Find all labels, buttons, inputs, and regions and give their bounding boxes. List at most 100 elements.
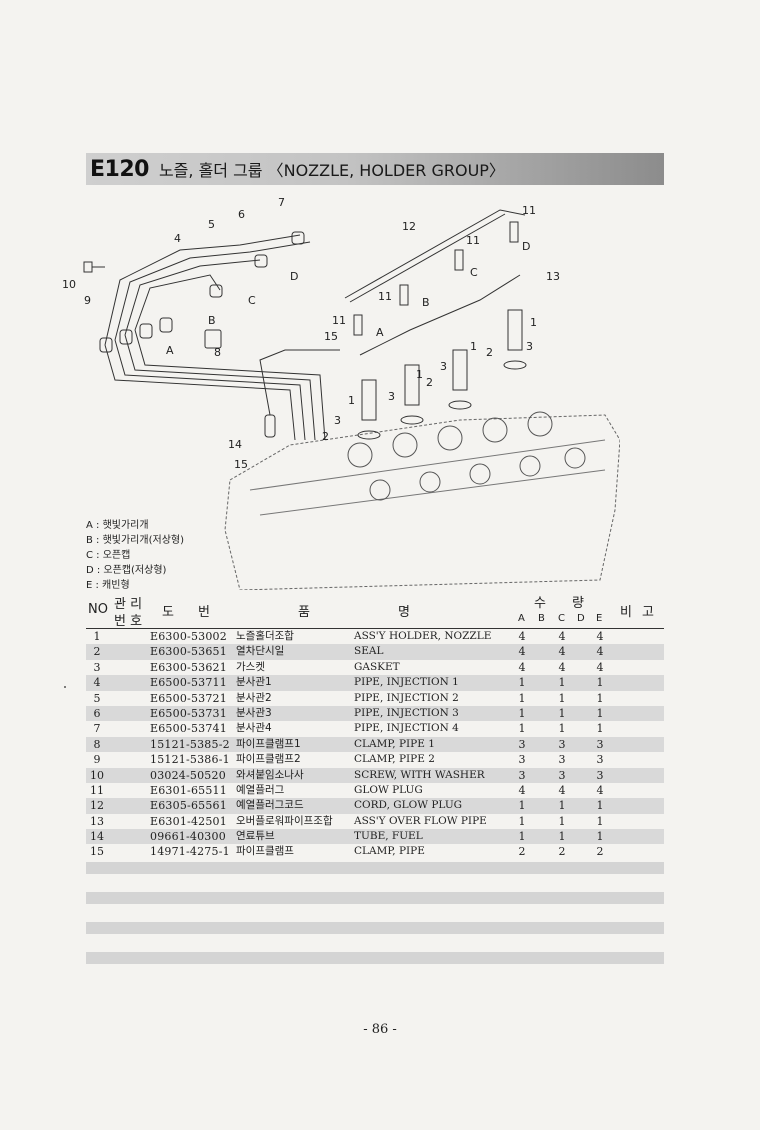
- english-name: CLAMP, PIPE 2: [354, 753, 435, 766]
- qty-e: 1: [596, 814, 604, 828]
- part-number: E6300-53651: [150, 645, 227, 659]
- header-ryang: 량: [572, 596, 584, 611]
- korean-name: 분사관4: [236, 722, 272, 735]
- legend-item: A : 햇빛가리개: [86, 520, 149, 531]
- row-no: 8: [93, 737, 101, 751]
- qty-a: 3: [518, 753, 526, 767]
- korean-name: 가스켓: [236, 660, 265, 673]
- qty-c: 1: [558, 676, 566, 690]
- header-col-a: A: [518, 613, 525, 624]
- callout-7: 7: [278, 196, 285, 209]
- row-no: 15: [90, 845, 104, 859]
- korean-name: 열차단시일: [236, 645, 285, 658]
- header-bi: 비: [620, 605, 632, 620]
- qty-a: 4: [518, 660, 526, 674]
- english-name: PIPE, INJECTION 2: [354, 691, 459, 704]
- part-number: E6500-53711: [150, 676, 227, 690]
- qty-e: 4: [596, 783, 604, 797]
- korean-name: 파이프클램프1: [236, 737, 301, 750]
- row-no: 5: [93, 691, 101, 705]
- header-beon: 번: [198, 605, 210, 620]
- qty-a: 3: [518, 768, 526, 782]
- legend-item: D : 오픈캡(저상형): [86, 565, 167, 576]
- part-number: E6305-65561: [150, 799, 227, 813]
- header-col-b: B: [538, 613, 545, 624]
- row-no: 13: [90, 814, 104, 828]
- callout-2b: 2: [426, 376, 433, 389]
- korean-name: 예열플러그: [236, 783, 285, 796]
- qty-a: 1: [518, 799, 526, 813]
- korean-name: 오버플로워파이프조합: [236, 814, 333, 827]
- callout-2c: 2: [322, 430, 329, 443]
- header-go: 고: [642, 605, 654, 620]
- section-title: 노즐, 홀더 그룹 〈NOZZLE, HOLDER GROUP〉: [158, 161, 505, 180]
- qty-a: 4: [518, 645, 526, 659]
- legend-item: B : 햇빛가리개(저상형): [86, 535, 184, 546]
- shade-band: [86, 922, 664, 934]
- callout-a-left: A: [166, 344, 174, 357]
- qty-e: 1: [596, 706, 604, 720]
- part-number: E6500-53721: [150, 691, 227, 705]
- header-do: 도: [162, 605, 174, 620]
- callout-10: 10: [62, 278, 76, 291]
- header-myeong: 명: [398, 605, 410, 620]
- header-mgmt: 관 리: [114, 597, 143, 612]
- shade-band: [86, 952, 664, 964]
- english-name: PIPE, INJECTION 3: [354, 706, 459, 719]
- korean-name: 노즐홀더조합: [236, 630, 294, 642]
- english-name: SCREW, WITH WASHER: [354, 768, 485, 781]
- qty-a: 3: [518, 737, 526, 751]
- row-no: 4: [93, 676, 101, 690]
- qty-c: 1: [558, 830, 566, 844]
- korean-name: 분사관3: [236, 706, 272, 719]
- english-name: CORD, GLOW PLUG: [354, 799, 463, 812]
- qty-c: 1: [558, 706, 566, 720]
- qty-e: 3: [596, 753, 604, 767]
- english-name: GASKET: [354, 660, 400, 673]
- english-name: GLOW PLUG: [354, 783, 423, 796]
- callout-3b: 3: [440, 360, 447, 373]
- callout-11b: 11: [466, 234, 480, 247]
- qty-c: 1: [558, 814, 566, 828]
- qty-a: 1: [518, 706, 526, 720]
- callout-1a: 1: [530, 316, 537, 329]
- callout-9: 9: [84, 294, 91, 307]
- callout-d-right: D: [522, 240, 530, 253]
- english-name: TUBE, FUEL: [354, 830, 423, 843]
- callout-c-left: C: [248, 294, 256, 307]
- part-number: E6301-42501: [150, 814, 227, 828]
- qty-a: 1: [518, 676, 526, 690]
- part-number: 15121-5386-1: [150, 753, 230, 767]
- header-no: NO: [88, 602, 108, 617]
- qty-c: 4: [558, 630, 566, 643]
- callout-b-right: B: [422, 296, 430, 309]
- callout-6: 6: [238, 208, 245, 221]
- qty-c: 1: [558, 691, 566, 705]
- callout-c-right: C: [470, 266, 478, 279]
- part-number: E6500-53741: [150, 722, 227, 736]
- part-number: 09661-40300: [150, 830, 226, 844]
- qty-e: 1: [596, 830, 604, 844]
- english-name: ASS'Y HOLDER, NOZZLE: [354, 630, 492, 642]
- qty-e: 1: [596, 691, 604, 705]
- row-no: 1: [93, 630, 101, 643]
- qty-a: 1: [518, 814, 526, 828]
- header-col-d: D: [577, 613, 585, 624]
- qty-e: 1: [596, 799, 604, 813]
- callout-14: 14: [228, 438, 242, 451]
- qty-e: 3: [596, 768, 604, 782]
- qty-c: 4: [558, 645, 566, 659]
- callout-12: 12: [402, 220, 416, 233]
